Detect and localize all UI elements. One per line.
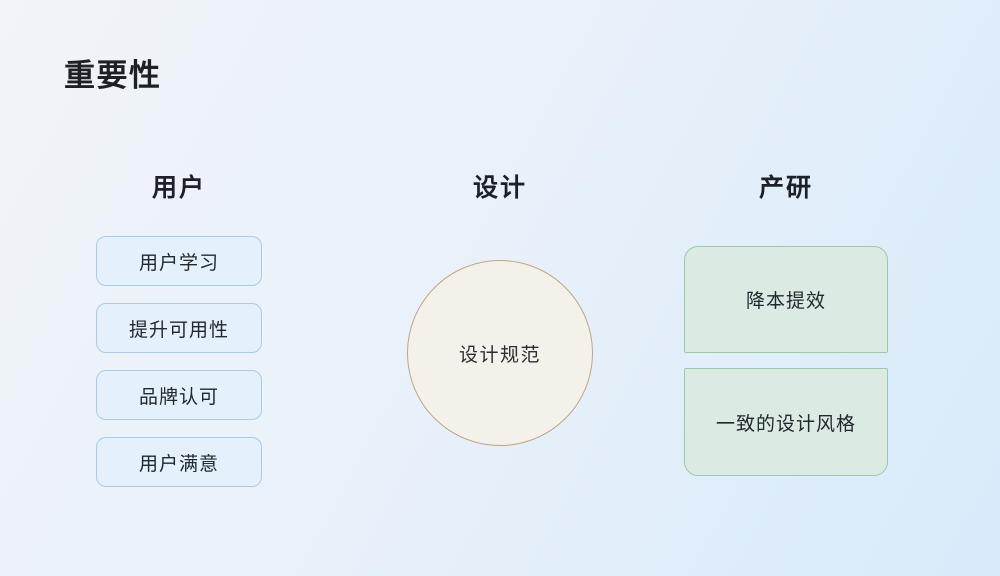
column-header-design: 设计 xyxy=(472,174,527,202)
design-spec-circle: 设计规范 xyxy=(407,260,593,446)
design-spec-label: 设计规范 xyxy=(458,344,541,366)
product-benefits-list: 降本提效 一致的设计风格 xyxy=(684,246,888,476)
user-benefit-item: 品牌认可 xyxy=(96,370,262,420)
column-header-user: 用户 xyxy=(151,174,206,202)
column-header-product: 产研 xyxy=(758,174,813,202)
user-benefit-item: 用户学习 xyxy=(96,236,262,286)
product-benefit-item: 一致的设计风格 xyxy=(684,368,888,476)
user-benefits-list: 用户学习 提升可用性 品牌认可 用户满意 xyxy=(96,236,262,487)
page-title: 重要性 xyxy=(64,58,162,93)
user-benefit-item: 提升可用性 xyxy=(96,303,262,353)
user-benefit-item: 用户满意 xyxy=(96,437,262,487)
product-benefit-item: 降本提效 xyxy=(684,246,888,353)
